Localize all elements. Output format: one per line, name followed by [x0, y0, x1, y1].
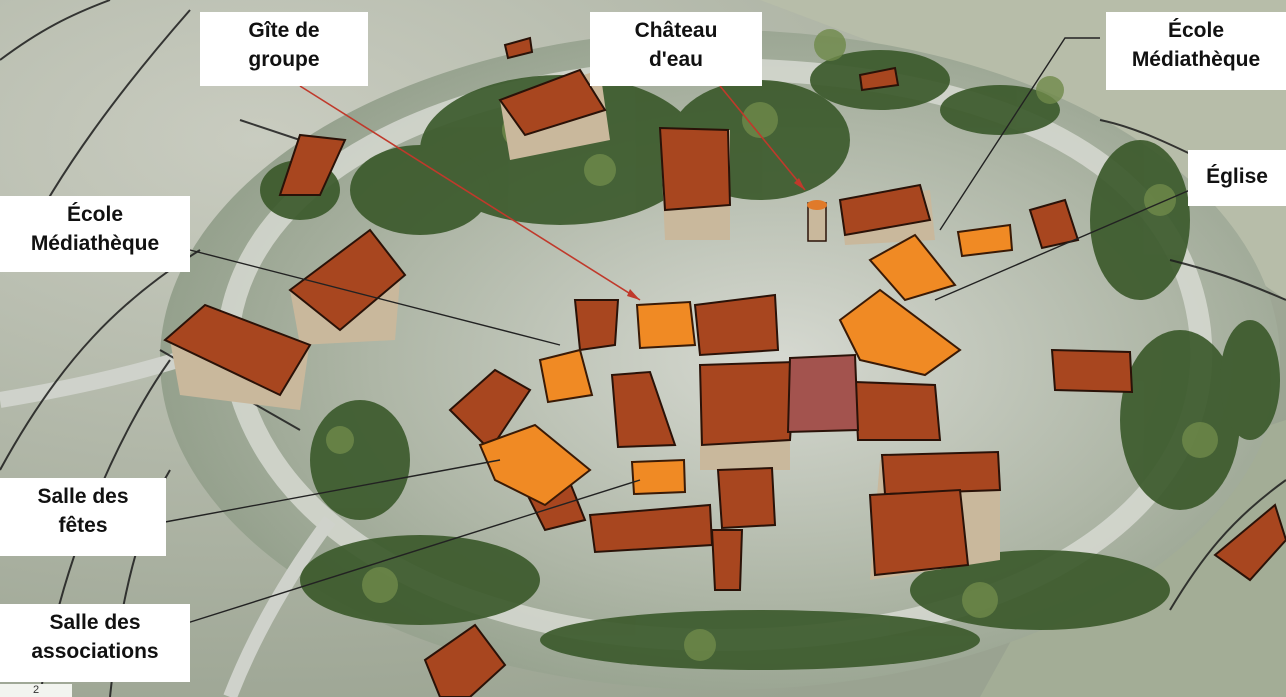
building-center-1	[693, 293, 780, 357]
label-ecole-right-line1: École	[1167, 19, 1225, 42]
label-ecole-mediatheque-right: École Médiathèque	[1106, 12, 1286, 90]
label-ecole-left-line2: Médiathèque	[30, 232, 160, 255]
label-ecole-right-line2: Médiathèque	[1131, 48, 1261, 71]
building-north-3	[838, 183, 932, 237]
highlight-salle-fetes	[478, 423, 592, 507]
highlight-small-house	[538, 348, 594, 404]
building-east-center	[853, 380, 942, 441]
label-chateau-line1: Château	[634, 19, 718, 42]
leader-lines	[164, 37, 1191, 631]
building-south-west	[448, 368, 532, 452]
building-center-2	[573, 299, 620, 352]
building-southcenter-2	[716, 466, 777, 530]
building-west-2	[288, 228, 407, 332]
label-gite-line2: groupe	[248, 48, 320, 71]
label-chateau-line2: d'eau	[648, 48, 703, 71]
label-salle-assoc-line2: associations	[31, 640, 159, 663]
label-eglise: Église	[1188, 150, 1286, 206]
label-salle-assoc-line1: Salle des	[49, 611, 141, 634]
building-southcenter-3	[710, 529, 744, 591]
buildings	[163, 36, 1286, 697]
label-ecole-left-line1: École	[66, 203, 124, 226]
building-north-small	[858, 66, 900, 92]
label-eglise-line1: Église	[1206, 165, 1268, 188]
road-south	[223, 515, 336, 697]
highlight-ecole-mediatheque	[868, 233, 957, 302]
building-southeast-1	[880, 450, 1002, 496]
page-number: 2	[0, 684, 72, 697]
building-northwest	[278, 133, 347, 196]
label-ecole-mediatheque-left: École Médiathèque	[0, 196, 190, 272]
label-gite-line1: Gîte de	[248, 19, 320, 42]
label-gite-groupe: Gîte de groupe	[200, 12, 368, 86]
label-salle-associations: Salle des associations	[0, 604, 190, 682]
church-roof	[786, 353, 860, 434]
building-north-2	[658, 126, 732, 212]
building-east	[1050, 348, 1134, 394]
building-center-3	[698, 360, 797, 447]
building-southeast-2	[868, 488, 970, 577]
label-chateau-eau: Château d'eau	[590, 12, 762, 86]
building-center-4	[610, 370, 677, 449]
highlight-gite-groupe	[635, 300, 697, 350]
highlight-salle-associations	[630, 458, 687, 496]
label-salle-fetes-line1: Salle des	[37, 485, 129, 508]
label-salle-fetes: Salle des fêtes	[0, 478, 166, 556]
highlight-eglise	[838, 288, 962, 377]
building-north-1	[498, 68, 607, 137]
building-south	[423, 623, 507, 697]
building-north-small-2	[503, 36, 534, 60]
label-salle-fetes-line2: fêtes	[58, 514, 108, 537]
building-northeast	[1028, 198, 1080, 250]
building-far-east	[1213, 503, 1286, 582]
building-west-long	[163, 303, 312, 397]
highlight-east-annex	[956, 223, 1014, 258]
